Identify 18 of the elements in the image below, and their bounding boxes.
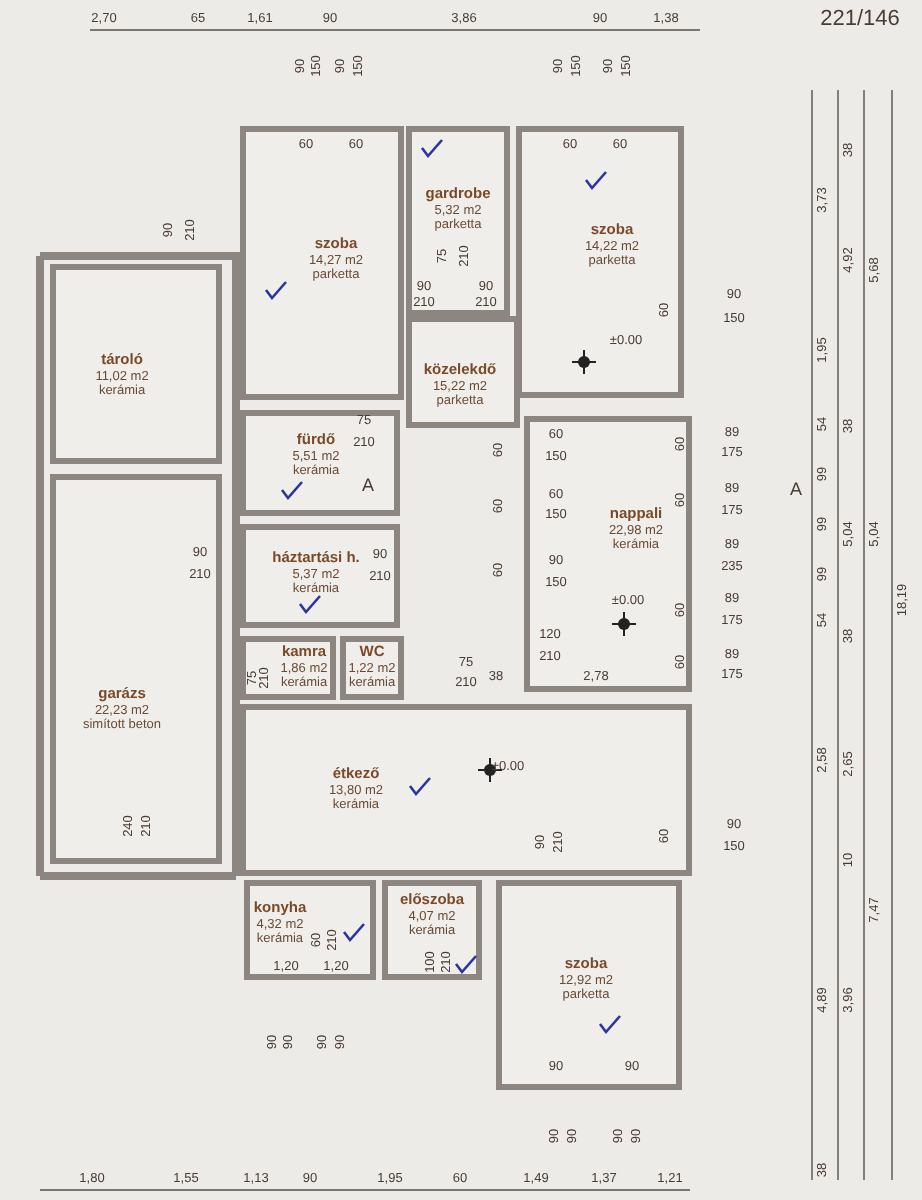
section-mark: A <box>790 481 802 499</box>
room <box>406 316 520 428</box>
plot-number: 221/146 <box>820 9 900 31</box>
room <box>50 474 222 864</box>
room <box>382 880 482 980</box>
room <box>244 880 376 980</box>
room <box>406 126 510 316</box>
room <box>240 704 692 876</box>
section-mark: A <box>362 477 374 495</box>
room <box>50 264 222 464</box>
room <box>340 636 404 700</box>
room <box>496 880 682 1090</box>
room <box>516 126 684 398</box>
room <box>240 126 404 400</box>
room <box>524 416 692 692</box>
room <box>240 636 336 700</box>
room <box>240 524 400 628</box>
room <box>240 410 400 516</box>
